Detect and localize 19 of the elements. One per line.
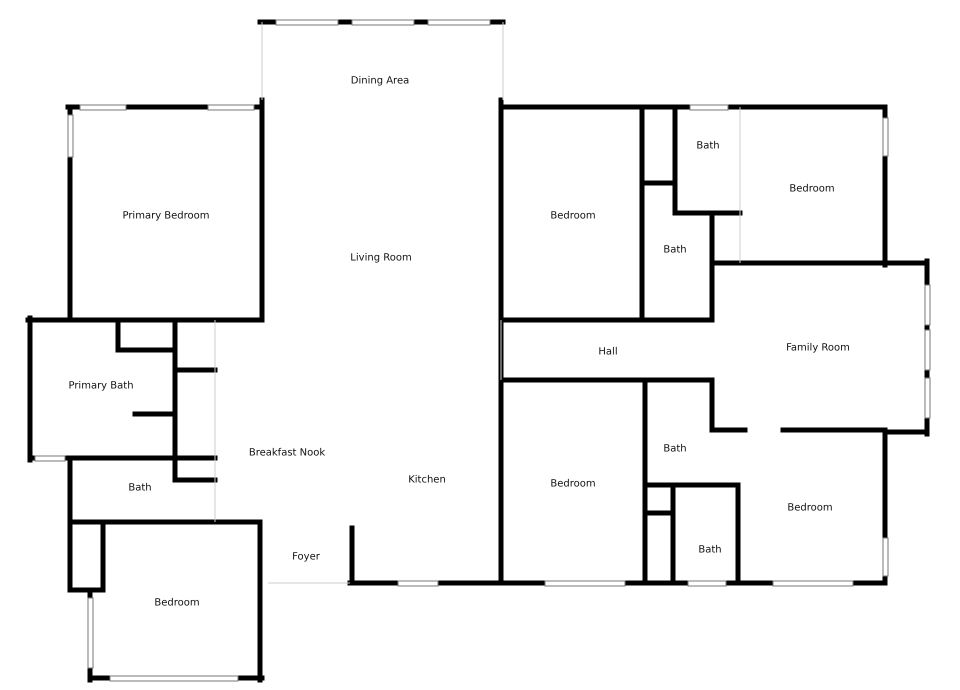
room-label: Bath — [663, 244, 687, 256]
room-label: Hall — [598, 346, 618, 358]
room-label: Bedroom — [550, 478, 596, 490]
room-label: Bath — [663, 444, 687, 454]
room-label: Dining Area — [350, 76, 410, 86]
room-label: Breakfast Nook — [248, 448, 326, 458]
room-label: Bath — [128, 482, 152, 494]
room-label: Primary Bath — [68, 380, 134, 392]
room-label: Primary Bedroom — [122, 210, 210, 222]
room-label: Kitchen — [408, 474, 446, 486]
room-label: Foyer — [292, 552, 320, 562]
room-label: Bedroom — [550, 210, 596, 222]
room-label: Bedroom — [154, 598, 200, 608]
room-label: Bedroom — [789, 184, 835, 194]
room-label: Living Room — [350, 252, 412, 264]
room-label: Family Room — [786, 342, 850, 354]
room-label: Bath — [698, 544, 722, 556]
room-label: Bedroom — [787, 502, 833, 514]
room-label: Bath — [696, 140, 720, 152]
